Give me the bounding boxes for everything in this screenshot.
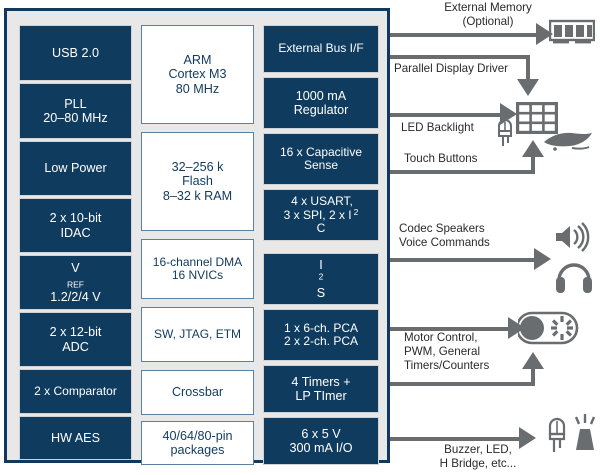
vref-v: V <box>71 260 80 275</box>
wire-buzzer-led <box>390 437 521 441</box>
hand-touch-icon <box>542 126 594 156</box>
speaker-headphone-icon <box>553 222 595 294</box>
block-usb-label: USB 2.0 <box>52 45 99 60</box>
wire-external-memory <box>390 33 538 37</box>
wire-motor-return-v <box>531 367 535 384</box>
label-motor-control: Motor Control, PWM, General Timers/Count… <box>404 331 490 373</box>
block-timers: 4 Timers +LP TImer <box>263 365 379 413</box>
memory-module-icon <box>548 19 596 47</box>
led-icon <box>495 118 515 148</box>
i2s-post: S <box>316 286 326 301</box>
arrow-motor-return <box>522 352 544 369</box>
block-hw-aes-label: HW AES <box>51 430 100 445</box>
label-external-memory: External Memory (Optional) <box>444 1 532 29</box>
i2s-pre: I <box>319 257 323 272</box>
block-crossbar: Crossbar <box>141 370 254 415</box>
wire-led-backlight <box>390 113 502 117</box>
block-comparator: 2 x Comparator <box>19 369 132 414</box>
i2s-superscript: 2 <box>318 271 324 282</box>
block-debug-label: SW, JTAG, ETM <box>153 326 242 341</box>
led-buzzer-icon <box>545 412 597 458</box>
arrow-external-memory <box>536 23 553 45</box>
wire-motor-out <box>390 327 510 331</box>
motor-pulley-icon <box>515 311 584 345</box>
vref-voltage: 1.2/2/4 V <box>50 290 101 305</box>
wire-codec-audio <box>390 258 536 262</box>
wire-parallel-display-v <box>526 55 530 81</box>
block-comparator-label: 2 x Comparator <box>34 383 117 398</box>
label-codec-audio: Codec Speakers Voice Commands <box>399 222 490 250</box>
arrow-buzzer-led <box>519 427 536 449</box>
wire-parallel-display-h <box>390 55 530 59</box>
arrow-codec-audio <box>534 248 551 270</box>
block-timers-label: 4 Timers +LP TImer <box>291 374 351 403</box>
wire-touch-buttons-v <box>531 155 535 172</box>
wire-touch-buttons-h <box>390 170 535 174</box>
block-usb: USB 2.0 <box>19 25 132 81</box>
block-debug: SW, JTAG, ETM <box>141 307 254 362</box>
block-low-power: Low Power <box>19 141 132 196</box>
vref-subscript: REF <box>66 279 84 290</box>
block-external-bus: External Bus I/F <box>263 25 379 73</box>
block-crossbar-label: Crossbar <box>171 385 224 400</box>
arrow-touch-buttons <box>522 140 544 157</box>
serial-superscript: 2 <box>353 207 359 217</box>
block-external-bus-label: External Bus I/F <box>278 41 364 56</box>
arrow-motor-out <box>508 317 525 339</box>
block-low-power-label: Low Power <box>44 161 107 176</box>
lcd-screen-icon <box>516 102 558 134</box>
arrow-parallel-display <box>517 79 539 96</box>
serial-post: C <box>316 221 326 235</box>
wire-motor-return-h <box>390 382 535 386</box>
serial-pre: 4 x USART,3 x SPI, 2 x I <box>283 193 353 222</box>
label-touch-buttons: Touch Buttons <box>404 152 478 165</box>
label-buzzer-led: Buzzer, LED, H Bridge, etc... <box>439 443 517 471</box>
label-parallel-display: Parallel Display Driver <box>394 62 509 75</box>
label-led-backlight: LED Backlight <box>401 121 474 134</box>
block-hw-aes: HW AES <box>19 416 132 460</box>
